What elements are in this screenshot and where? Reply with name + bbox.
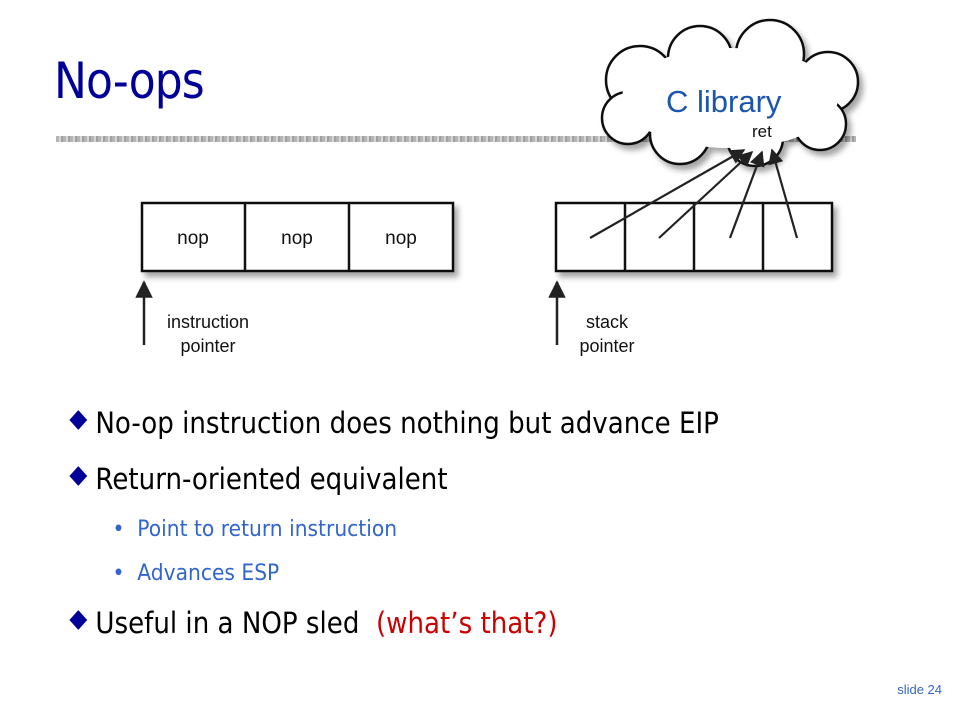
stack-to-ret-arrows <box>589 148 799 239</box>
cloud-label: C library <box>666 84 782 119</box>
diamond-bullet-icon <box>69 466 88 486</box>
sub-bullet-item: • Advances ESP <box>72 556 733 600</box>
bullet-text: Useful in a NOP sled <box>95 606 360 640</box>
instruction-stream <box>140 201 455 273</box>
ret-label: ret <box>752 122 772 141</box>
sub-bullet-text: Advances ESP <box>137 561 280 586</box>
bullet-item: Return-oriented equivalent <box>69 456 719 512</box>
sub-bullet-text: Point to return instruction <box>137 517 398 542</box>
bullet-item: No-op instruction does nothing but advan… <box>69 400 719 456</box>
slide-number: slide 24 <box>897 682 942 697</box>
aside-text: (what’s that?) <box>375 606 558 640</box>
c-library-cloud <box>600 18 860 168</box>
sp-label-line2: pointer <box>579 336 634 356</box>
sp-label-line1: stack <box>586 312 629 332</box>
dot-bullet-icon: • <box>112 517 125 542</box>
dot-bullet-icon: • <box>112 561 125 586</box>
ip-label-line1: instruction <box>167 312 249 332</box>
nop-cell-3: nop <box>385 228 417 249</box>
nop-cell-1: nop <box>177 228 209 249</box>
rop-diagram: C library ret nop nop nop instruction po… <box>135 18 860 356</box>
diamond-bullet-icon <box>69 410 88 430</box>
bullet-text: No-op instruction does nothing but advan… <box>95 406 719 440</box>
diamond-bullet-icon <box>69 610 88 630</box>
title-divider <box>56 136 856 142</box>
nop-cell-2: nop <box>281 228 313 249</box>
bullet-text: Return-oriented equivalent <box>95 462 448 496</box>
bullet-list: No-op instruction does nothing but advan… <box>69 400 791 656</box>
bullet-item: Useful in a NOP sled (what’s that?) <box>69 600 719 656</box>
ip-label-line2: pointer <box>180 336 235 356</box>
sub-bullet-item: • Point to return instruction <box>72 512 733 556</box>
slide-title: No-ops <box>54 52 205 110</box>
